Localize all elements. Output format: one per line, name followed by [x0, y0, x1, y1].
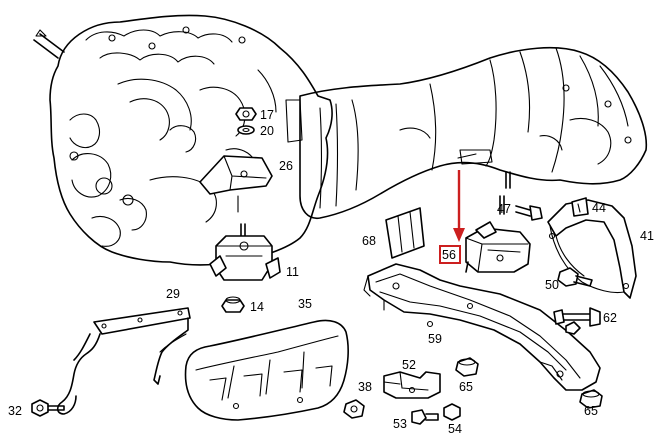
label-14: 14 — [250, 300, 264, 314]
label-50: 50 — [545, 278, 559, 292]
label-68: 68 — [362, 234, 376, 248]
bracket-29 — [56, 307, 191, 415]
nut-65-left — [455, 357, 479, 377]
transmission-mount-56 — [465, 221, 531, 273]
nut-65-right — [579, 389, 603, 409]
label-54: 54 — [448, 422, 462, 436]
label-38: 38 — [358, 380, 372, 394]
label-44: 44 — [592, 201, 606, 215]
bolt-47 — [515, 205, 543, 221]
bracket-41 — [547, 199, 637, 299]
dipstick — [33, 29, 65, 59]
label-65-right: 65 — [584, 404, 598, 418]
nut-14 — [221, 296, 245, 313]
washer-20 — [237, 125, 255, 135]
bracket-52 — [383, 371, 441, 399]
engine-block — [49, 14, 333, 266]
nut-38 — [343, 399, 365, 419]
plate-68 — [385, 207, 425, 259]
bolt-50 — [557, 267, 593, 287]
label-20: 20 — [260, 124, 274, 138]
callout-labels: 17 20 26 11 14 29 35 32 38 52 53 54 65 6… — [8, 108, 654, 436]
label-41: 41 — [640, 229, 654, 243]
highlight-callout — [439, 170, 465, 264]
nut-54 — [443, 403, 461, 421]
label-47: 47 — [497, 202, 511, 216]
label-62: 62 — [603, 311, 617, 325]
mounting-studs — [457, 153, 511, 215]
label-26: 26 — [279, 159, 293, 173]
highlight-box — [439, 245, 461, 264]
label-17: 17 — [260, 108, 274, 122]
label-56: 56 — [442, 248, 456, 262]
label-65-left: 65 — [459, 380, 473, 394]
heat-shield-35 — [184, 319, 349, 421]
bolt-62 — [553, 307, 601, 335]
bolt-53 — [411, 409, 439, 425]
label-11: 11 — [286, 265, 299, 279]
label-59: 59 — [428, 332, 442, 346]
transmission-housing — [299, 46, 648, 220]
label-32: 32 — [8, 404, 22, 418]
engine-mount-11 — [209, 223, 281, 281]
crossmember-59 — [363, 263, 601, 391]
label-52: 52 — [402, 358, 416, 372]
mount-bracket-26 — [199, 155, 273, 213]
label-29: 29 — [166, 287, 180, 301]
bolt-32 — [31, 399, 65, 417]
label-35: 35 — [298, 297, 312, 311]
clip-44 — [571, 197, 589, 217]
nut-17 — [235, 107, 257, 121]
label-53: 53 — [393, 417, 407, 431]
highlight-arrow-head — [453, 228, 465, 242]
